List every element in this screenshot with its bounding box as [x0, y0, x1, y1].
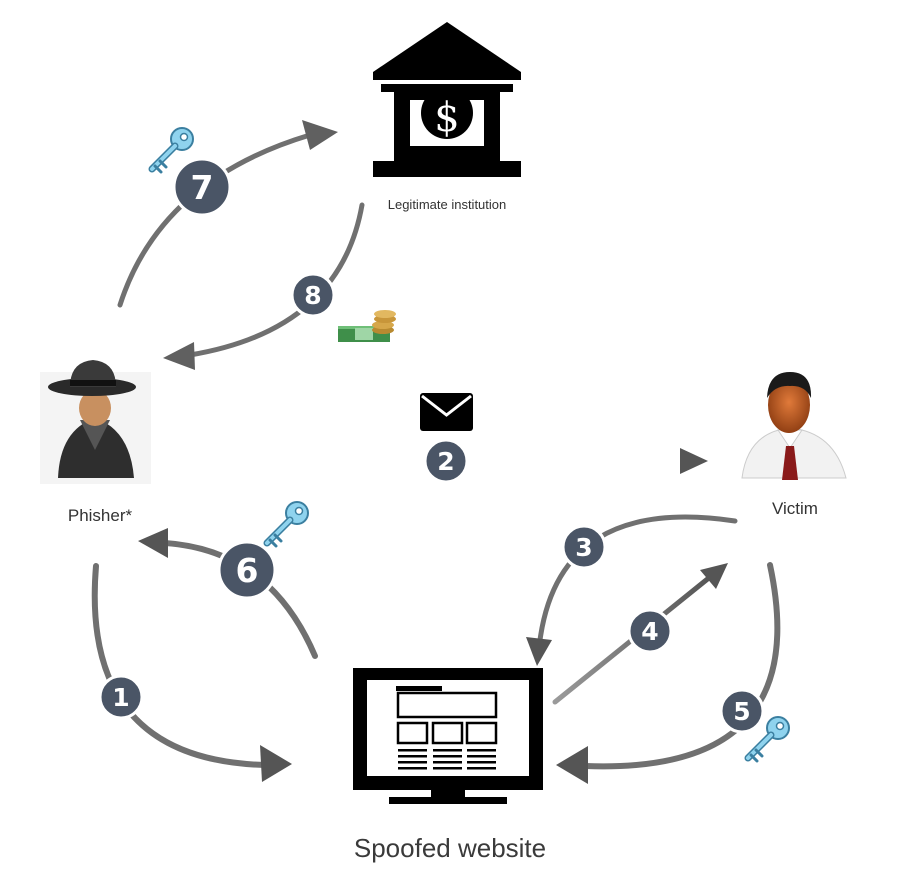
arrowhead-2	[680, 448, 708, 474]
step-badge-7: 7	[172, 157, 232, 217]
arrowhead-8	[163, 342, 195, 370]
arrowhead-7	[302, 120, 338, 150]
arrowhead-3	[526, 637, 552, 666]
arrowhead-5	[556, 746, 588, 784]
arrow-8	[187, 202, 365, 358]
bank-icon: $	[373, 22, 521, 177]
money-stack-icon	[338, 310, 396, 342]
phisher-label: Phisher*	[67, 506, 133, 525]
step-badge-3: 3	[561, 524, 607, 570]
bank-label: Legitimate institution	[387, 197, 507, 212]
arrow-5	[582, 562, 781, 770]
arrowhead-6	[138, 528, 168, 558]
step-badge-5: 5	[719, 688, 765, 734]
step-number: 6	[236, 551, 259, 590]
step-badge-4: 4	[627, 608, 673, 654]
arrow-7	[117, 132, 313, 308]
step-number: 7	[191, 168, 214, 207]
svg-text:$: $	[434, 95, 459, 141]
step-number: 3	[575, 533, 592, 562]
computer-monitor-icon	[353, 668, 543, 804]
step-number: 5	[733, 697, 750, 726]
arrowhead-1	[260, 745, 292, 782]
arrowhead-4	[700, 563, 728, 589]
businessman-icon	[741, 372, 847, 480]
step-number: 1	[112, 683, 129, 712]
step-badge-6: 6	[217, 540, 277, 600]
step-badge-2: 2	[423, 438, 469, 484]
key-icon	[267, 502, 308, 546]
envelope-icon	[420, 393, 473, 431]
victim-label: Victim	[772, 499, 818, 518]
spy-person-icon	[40, 360, 151, 484]
website-label: Spoofed website	[353, 833, 547, 863]
step-number: 2	[437, 447, 454, 476]
step-number: 8	[304, 281, 321, 310]
step-number: 4	[641, 617, 658, 646]
step-badge-8: 8	[290, 272, 336, 318]
step-badge-1: 1	[98, 674, 144, 720]
